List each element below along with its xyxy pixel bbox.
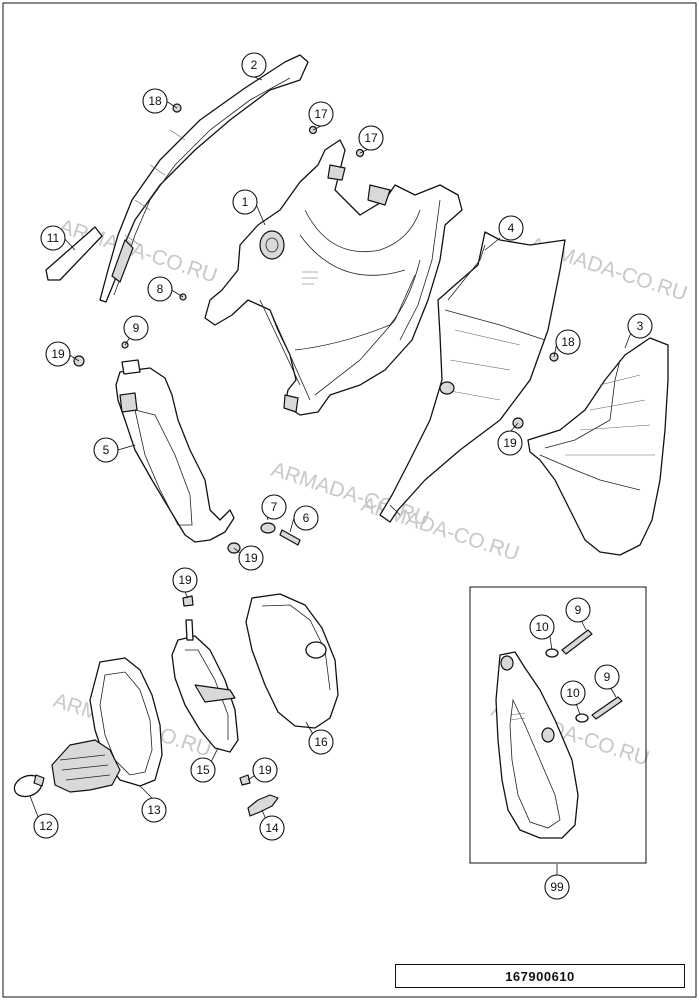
callout-8: 8	[147, 276, 173, 302]
callout-18: 18	[142, 88, 168, 114]
callout-12: 12	[33, 813, 59, 839]
svg-text:9: 9	[604, 670, 611, 684]
part-11-sticker	[45, 226, 103, 281]
callout-17: 17	[358, 125, 384, 151]
svg-text:15: 15	[196, 763, 210, 777]
svg-text:10: 10	[535, 620, 549, 634]
svg-text:2: 2	[251, 58, 258, 72]
callout-19: 19	[45, 341, 71, 367]
svg-text:4: 4	[508, 221, 515, 235]
svg-text:11: 11	[47, 231, 60, 245]
part-13-filter-boot	[51, 657, 163, 793]
svg-text:19: 19	[244, 551, 258, 565]
svg-text:17: 17	[314, 107, 328, 121]
part-5-filter-frame	[115, 359, 235, 543]
svg-text:1: 1	[242, 195, 249, 209]
callout-10: 10	[529, 614, 555, 640]
svg-text:19: 19	[51, 347, 65, 361]
part-12-hose-clamp	[13, 774, 45, 798]
svg-text:14: 14	[265, 821, 279, 835]
part-2-shroud-trim	[99, 54, 309, 303]
part-1-airbox	[204, 139, 463, 416]
callout-13: 13	[141, 797, 167, 823]
callout-6: 6	[293, 505, 319, 531]
svg-text:9: 9	[575, 603, 582, 617]
callout-9: 9	[594, 664, 620, 690]
callout-4: 4	[498, 215, 524, 241]
svg-text:13: 13	[147, 803, 161, 817]
watermark-text: ARMADA-CO.RU	[358, 493, 522, 566]
callout-14: 14	[259, 815, 285, 841]
callout-19: 19	[172, 567, 198, 593]
svg-text:8: 8	[157, 282, 164, 296]
svg-text:19: 19	[178, 573, 192, 587]
part-99-inset-bracket	[495, 629, 623, 839]
callout-15: 15	[190, 757, 216, 783]
callout-99: 99	[544, 874, 570, 900]
svg-text:10: 10	[566, 686, 580, 700]
part-4-side-panel	[379, 231, 566, 523]
callout-2: 2	[241, 52, 267, 78]
callout-1: 1	[232, 189, 258, 215]
callout-5: 5	[93, 437, 119, 463]
part-16-filter-cover	[245, 593, 339, 729]
svg-text:99: 99	[550, 880, 564, 894]
callout-18: 18	[555, 329, 581, 355]
drawing-number-label: 167900610	[395, 964, 685, 988]
svg-text:9: 9	[133, 321, 140, 335]
callout-3: 3	[627, 313, 653, 339]
svg-text:12: 12	[39, 819, 53, 833]
part-3-side-cover	[527, 337, 669, 556]
svg-text:3: 3	[637, 319, 644, 333]
part-15-filter	[171, 619, 239, 753]
callout-19: 19	[497, 430, 523, 456]
callout-19: 19	[238, 545, 264, 571]
callout-16: 16	[308, 729, 334, 755]
svg-text:18: 18	[148, 94, 162, 108]
callout-19: 19	[252, 757, 278, 783]
svg-text:6: 6	[303, 511, 310, 525]
small-hardware	[73, 103, 559, 786]
svg-text:19: 19	[503, 436, 517, 450]
callout-11: 11	[40, 225, 66, 251]
callout-9: 9	[123, 315, 149, 341]
callout-9: 9	[565, 597, 591, 623]
svg-text:5: 5	[103, 443, 110, 457]
part-14-bracket	[247, 794, 279, 817]
svg-text:19: 19	[258, 763, 272, 777]
svg-text:18: 18	[561, 335, 575, 349]
inset-frame	[469, 586, 647, 864]
svg-text:7: 7	[271, 500, 278, 514]
svg-text:16: 16	[314, 735, 328, 749]
callout-10: 10	[560, 680, 586, 706]
callout-7: 7	[261, 494, 287, 520]
svg-text:17: 17	[364, 131, 378, 145]
callout-17: 17	[308, 101, 334, 127]
